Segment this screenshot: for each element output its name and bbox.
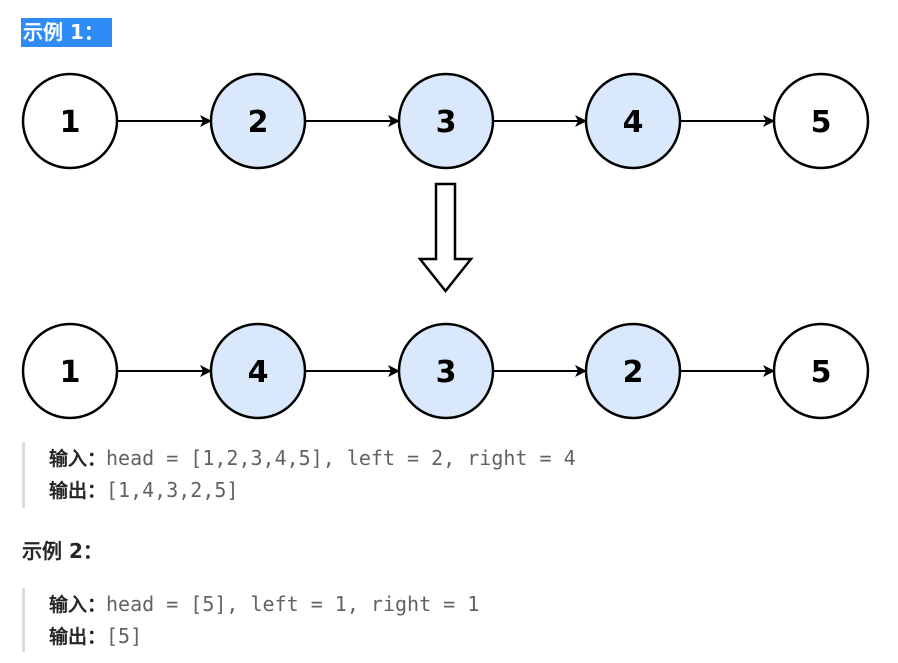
example-1-output-value: [1,4,3,2,5] (106, 478, 239, 502)
original-list-node-5-label: 5 (811, 105, 832, 140)
reversed-list-row: 1 4 3 2 5 (21, 322, 870, 420)
original-list-row: 1 2 3 4 5 (21, 72, 870, 170)
example-2-input-label: 输入： (49, 594, 107, 616)
original-list-node-1-label: 1 (60, 105, 81, 140)
example-2-heading: 示例 2： (22, 539, 103, 563)
example-2-input-line: 输入：head = [5], left = 1, right = 1 (49, 588, 479, 620)
example-1-block: 输入：head = [1,2,3,4,5], left = 2, right =… (22, 442, 576, 508)
example-1-output-label: 输出： (49, 480, 107, 502)
example-2-output-value: [5] (106, 624, 143, 648)
example-1-output-line: 输出：[1,4,3,2,5] (49, 474, 576, 506)
example-2-input-value: head = [5], left = 1, right = 1 (106, 592, 480, 616)
reversed-list-node-5 (772, 322, 870, 420)
example-2-block: 输入：head = [5], left = 1, right = 1 输出：[5… (22, 588, 479, 652)
reversed-list-node-2-label: 4 (248, 355, 269, 390)
example-1-heading: 示例 1： (21, 18, 112, 47)
down-arrow-icon (417, 182, 474, 294)
example-2-output-label: 输出： (49, 626, 107, 648)
example-1-input-label: 输入： (49, 448, 107, 470)
original-list-node-4-label: 4 (623, 105, 644, 140)
example-1-input-line: 输入：head = [1,2,3,4,5], left = 2, right =… (49, 442, 576, 474)
original-list-node-5 (772, 72, 870, 170)
reversed-list-node-5-label: 5 (811, 355, 832, 390)
reversed-list-node-3-label: 3 (436, 355, 457, 390)
reversed-list-node-1-label: 1 (60, 355, 81, 390)
example-2-output-line: 输出：[5] (49, 620, 479, 652)
reversed-list-node-4-label: 2 (623, 355, 644, 390)
linked-list-diagram: 1 2 3 4 5 1 4 3 2 5 (21, 72, 870, 420)
original-list-node-2-label: 2 (248, 105, 269, 140)
original-list-node-3-label: 3 (436, 105, 457, 140)
example-1-input-value: head = [1,2,3,4,5], left = 2, right = 4 (106, 446, 576, 470)
